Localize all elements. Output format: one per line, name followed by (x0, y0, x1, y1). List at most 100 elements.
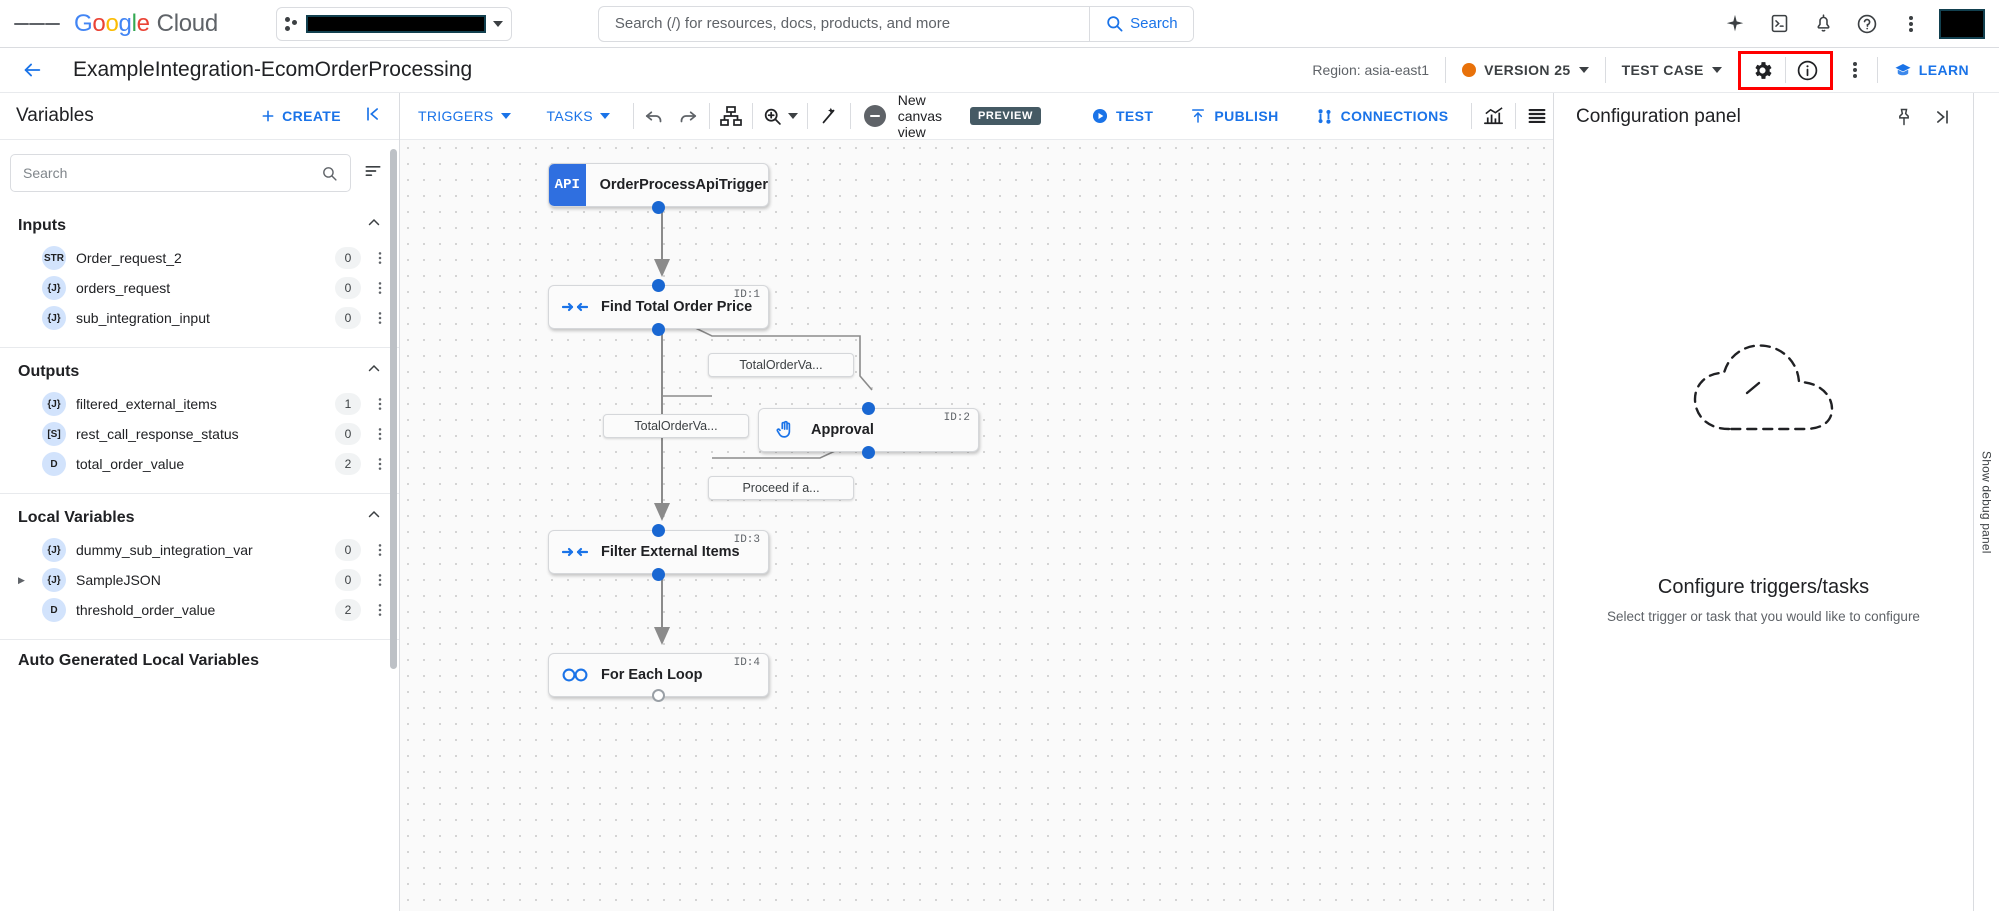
cloud-shell-icon[interactable] (1759, 4, 1799, 44)
variable-name: SampleJSON (76, 572, 161, 588)
variable-usage-count: 2 (335, 453, 361, 475)
variable-type-badge: [S] (42, 422, 66, 446)
notifications-bell-icon[interactable] (1803, 4, 1843, 44)
page-title: ExampleIntegration-EcomOrderProcessing (73, 58, 473, 81)
connections-label: CONNECTIONS (1340, 108, 1449, 124)
collapse-left-icon[interactable] (363, 104, 383, 129)
variable-overflow-menu[interactable] (371, 250, 389, 266)
canvas-node-port[interactable] (652, 279, 665, 292)
canvas-node-port[interactable] (652, 689, 665, 702)
analytics-chart-icon[interactable] (1477, 93, 1510, 139)
global-search[interactable]: Search (597, 5, 1194, 42)
canvas-node-port[interactable] (862, 446, 875, 459)
info-circle-button[interactable] (1786, 54, 1830, 87)
new-canvas-view-toggle[interactable] (863, 105, 886, 127)
hamburger-icon[interactable] (14, 1, 60, 47)
canvas-node-id: ID:4 (733, 657, 760, 669)
search-button[interactable]: Search (1088, 6, 1193, 41)
more-vert-icon[interactable] (1891, 4, 1931, 44)
variable-overflow-menu[interactable] (371, 310, 389, 326)
undo-icon[interactable] (639, 93, 672, 139)
variables-search-input[interactable] (23, 165, 321, 181)
learn-button[interactable]: LEARN (1878, 61, 1985, 79)
connections-button[interactable]: CONNECTIONS (1297, 93, 1467, 139)
variable-overflow-menu[interactable] (371, 602, 389, 618)
canvas-edge-label[interactable]: Proceed if a... (708, 476, 854, 500)
variable-overflow-menu[interactable] (371, 456, 389, 472)
canvas-edge-label[interactable]: TotalOrderVa... (708, 353, 854, 377)
pin-icon[interactable] (1887, 100, 1921, 134)
variable-overflow-menu[interactable] (371, 426, 389, 442)
divider (752, 103, 753, 129)
gemini-sparkle-icon[interactable] (1715, 4, 1755, 44)
divider (1514, 103, 1516, 129)
header-overflow-menu[interactable] (1833, 48, 1877, 92)
chevron-up-icon[interactable] (365, 214, 383, 237)
create-variable-button[interactable]: CREATE (260, 108, 341, 124)
variable-overflow-menu[interactable] (371, 542, 389, 558)
back-arrow-icon[interactable] (14, 52, 50, 88)
canvas-node-id: ID:3 (733, 534, 760, 546)
test-case-selector[interactable]: TEST CASE (1606, 62, 1738, 78)
canvas-node-port[interactable] (652, 524, 665, 537)
variable-name: filtered_external_items (76, 396, 217, 412)
debug-panel-rail[interactable]: Show debug panel (1973, 93, 1999, 911)
variable-overflow-menu[interactable] (371, 280, 389, 296)
auto-layout-icon[interactable] (714, 93, 747, 139)
new-canvas-view-toggle-group: New canvas view PREVIEW (856, 92, 1041, 140)
variables-group-header[interactable]: Outputs (0, 348, 399, 389)
canvas-edges (654, 188, 873, 645)
variables-group-header[interactable]: Auto Generated Local Variables (0, 640, 399, 676)
project-name-redacted (305, 14, 486, 33)
variables-group-title: Auto Generated Local Variables (18, 652, 259, 669)
version-selector[interactable]: VERSION 25 (1446, 62, 1604, 78)
chevron-up-icon[interactable] (365, 360, 383, 383)
triggers-menu[interactable]: TRIGGERS (400, 93, 529, 139)
topbar-icon-group (1715, 4, 1985, 44)
magic-wand-icon[interactable] (812, 93, 845, 139)
redo-icon[interactable] (671, 93, 704, 139)
variables-group-header[interactable]: Local Variables (0, 494, 399, 535)
logs-list-icon[interactable] (1520, 93, 1553, 139)
sort-icon[interactable] (363, 161, 383, 186)
variable-overflow-menu[interactable] (371, 572, 389, 588)
variables-search[interactable] (10, 154, 351, 192)
canvas-node-port[interactable] (862, 402, 875, 415)
expand-right-icon[interactable] (1925, 100, 1959, 134)
settings-gear-button[interactable] (1741, 54, 1785, 87)
variables-scrollbar[interactable] (390, 149, 397, 669)
publish-button[interactable]: PUBLISH (1171, 93, 1296, 139)
test-button[interactable]: TEST (1073, 93, 1171, 139)
avatar[interactable] (1939, 8, 1985, 39)
canvas-node-port[interactable] (652, 323, 665, 336)
version-label: VERSION 25 (1484, 62, 1571, 78)
search-input[interactable] (598, 6, 1089, 41)
api-badge: API (549, 164, 586, 206)
canvas-node-port[interactable] (652, 568, 665, 581)
variables-group-header[interactable]: Inputs (0, 202, 399, 243)
canvas-edge-label[interactable]: TotalOrderVa... (603, 414, 749, 438)
expand-twisty-icon[interactable]: ▶ (18, 574, 25, 585)
variable-overflow-menu[interactable] (371, 396, 389, 412)
help-icon[interactable] (1847, 4, 1887, 44)
chevron-up-icon[interactable] (365, 506, 383, 529)
zoom-menu[interactable] (758, 93, 802, 139)
tasks-menu[interactable]: TASKS (529, 93, 628, 139)
project-selector[interactable] (275, 6, 512, 41)
canvas-node-label: For Each Loop (601, 667, 703, 683)
canvas-node-port[interactable] (652, 201, 665, 214)
